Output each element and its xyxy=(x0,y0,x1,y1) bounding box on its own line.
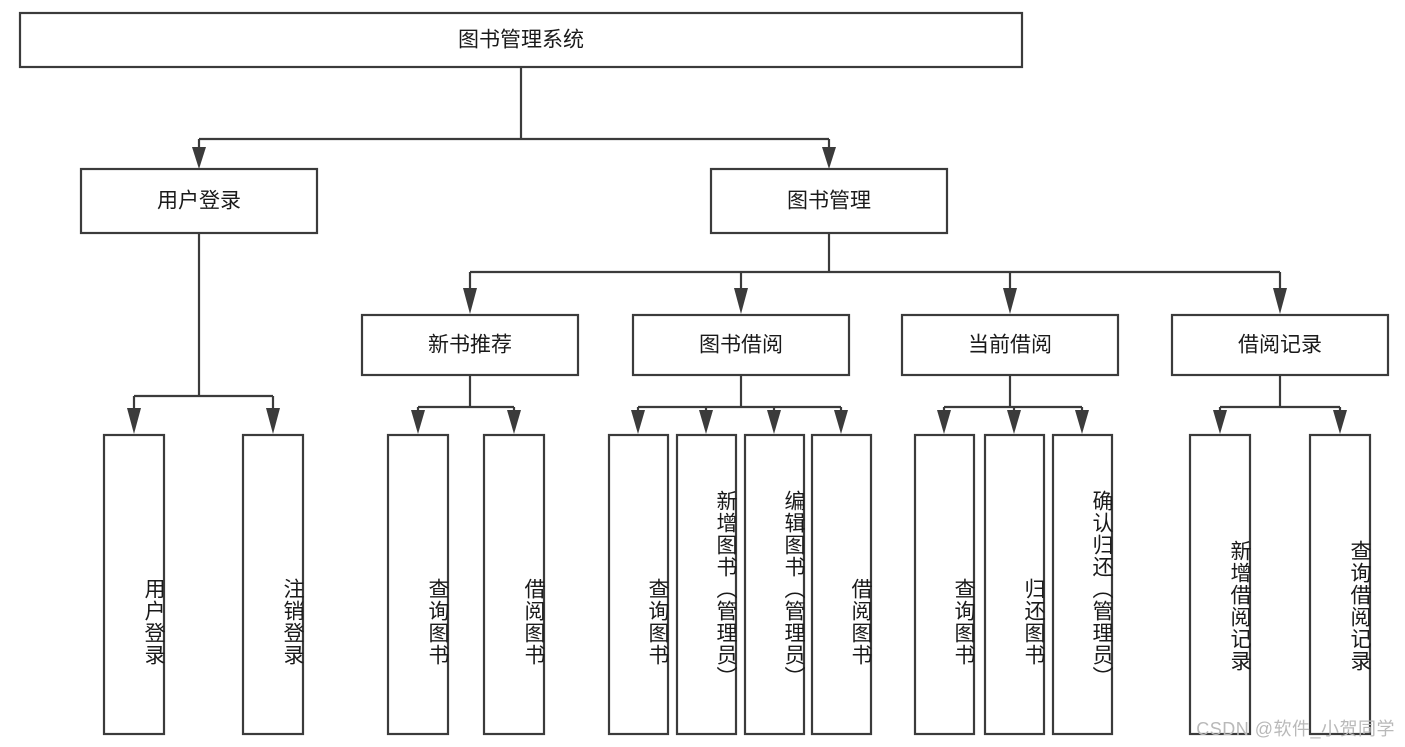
node-book-borrow-box[interactable] xyxy=(631,313,851,377)
node-leaf-user-login-box[interactable] xyxy=(102,433,166,736)
node-book-borrow[interactable]: 图书借阅 xyxy=(631,313,851,377)
arrow-book-borrow xyxy=(734,288,748,314)
node-root-box[interactable] xyxy=(18,11,1024,69)
arrow-leaf-rec-borrow xyxy=(507,410,521,434)
node-leaf-borrow-edit-box[interactable] xyxy=(743,433,806,736)
arrow-user-login xyxy=(192,147,206,169)
node-leaf-rec-query-box[interactable] xyxy=(386,433,450,736)
node-leaf-rec-borrow-box[interactable] xyxy=(482,433,546,736)
edges-user-login-to-leaves xyxy=(127,233,280,434)
arrow-leaf-borrow-add xyxy=(699,410,713,434)
node-user-login-label: 用户登录 xyxy=(157,190,241,213)
node-root[interactable]: 图书管理系统 xyxy=(18,11,1024,69)
node-borrow-record[interactable]: 借阅记录 xyxy=(1170,313,1390,377)
arrow-leaf-rec-search xyxy=(1333,410,1347,434)
node-root-label: 图书管理系统 xyxy=(458,29,584,52)
node-current-borrow-label: 当前借阅 xyxy=(968,334,1052,357)
csdn-watermark: CSDN @软件_小贺同学 xyxy=(1196,719,1395,739)
edges-new-book-rec-to-leaves xyxy=(411,375,521,434)
arrow-book-manage xyxy=(822,147,836,169)
arrow-leaf-borrow-query xyxy=(631,410,645,434)
arrow-borrow-record xyxy=(1273,288,1287,314)
node-user-login-box[interactable] xyxy=(79,167,319,235)
arrow-leaf-rec-query xyxy=(411,410,425,434)
node-current-borrow-box[interactable] xyxy=(900,313,1120,377)
leaf-boxes xyxy=(102,433,1372,736)
edges-book-manage-to-level3 xyxy=(463,233,1287,314)
arrow-leaf-borrow-edit xyxy=(767,410,781,434)
node-leaf-borrow-lend-box[interactable] xyxy=(810,433,873,736)
arrow-leaf-borrow-lend xyxy=(834,410,848,434)
node-borrow-record-box[interactable] xyxy=(1170,313,1390,377)
arrow-leaf-user-login xyxy=(127,408,141,434)
node-new-book-rec[interactable]: 新书推荐 xyxy=(360,313,580,377)
edges-current-borrow-to-leaves xyxy=(937,375,1089,434)
node-new-book-rec-label: 新书推荐 xyxy=(428,334,512,357)
edges-book-borrow-to-leaves xyxy=(631,375,848,434)
node-book-borrow-label: 图书借阅 xyxy=(699,334,783,357)
node-book-manage[interactable]: 图书管理 xyxy=(709,167,949,235)
arrow-leaf-cur-return xyxy=(1007,410,1021,434)
node-borrow-record-label: 借阅记录 xyxy=(1238,334,1322,357)
edges-borrow-record-to-leaves xyxy=(1213,375,1347,434)
node-leaf-borrow-add-box[interactable] xyxy=(675,433,738,736)
arrow-leaf-cur-query xyxy=(937,410,951,434)
node-leaf-cur-query-box[interactable] xyxy=(913,433,976,736)
node-leaf-rec-add-box[interactable] xyxy=(1188,433,1252,736)
arrow-leaf-cur-confirm xyxy=(1075,410,1089,434)
arrow-current-borrow xyxy=(1003,288,1017,314)
node-book-manage-box[interactable] xyxy=(709,167,949,235)
edges-root-to-level2 xyxy=(192,67,836,169)
node-book-manage-label: 图书管理 xyxy=(787,190,871,213)
arrow-leaf-rec-add xyxy=(1213,410,1227,434)
node-leaf-rec-search-box[interactable] xyxy=(1308,433,1372,736)
node-current-borrow[interactable]: 当前借阅 xyxy=(900,313,1120,377)
arrow-leaf-logout xyxy=(266,408,280,434)
arrow-new-book-rec xyxy=(463,288,477,314)
node-leaf-borrow-query-box[interactable] xyxy=(607,433,670,736)
node-user-login[interactable]: 用户登录 xyxy=(79,167,319,235)
node-new-book-rec-box[interactable] xyxy=(360,313,580,377)
node-leaf-logout-box[interactable] xyxy=(241,433,305,736)
node-leaf-cur-return-box[interactable] xyxy=(983,433,1046,736)
node-leaf-cur-confirm-box[interactable] xyxy=(1051,433,1114,736)
